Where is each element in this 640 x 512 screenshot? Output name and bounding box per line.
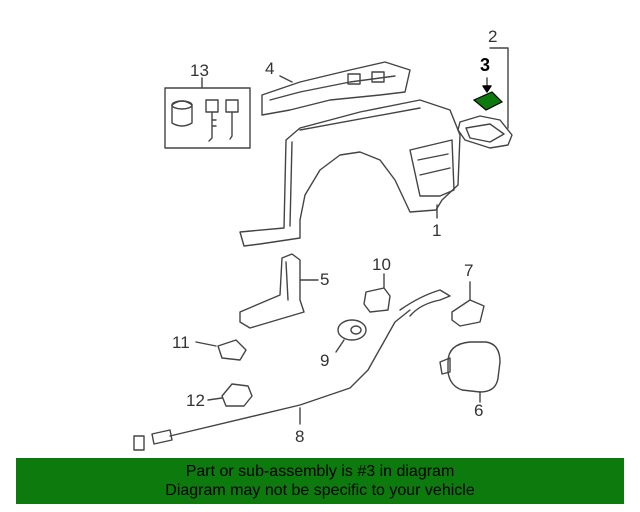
callout-12: 12: [186, 391, 205, 410]
info-banner: Part or sub-assembly is #3 in diagram Di…: [16, 458, 624, 504]
callout-4: 4: [265, 59, 275, 78]
callout-11: 11: [172, 333, 190, 352]
lock-key-set: [164, 87, 251, 149]
callout-1: 1: [432, 221, 442, 240]
leader-4: [279, 75, 293, 83]
pillar-trim: [239, 253, 305, 329]
highlighted-part-3: [472, 91, 504, 111]
banner-line-disclaimer: Diagram may not be specific to your vehi…: [165, 482, 475, 499]
clip-11: [217, 339, 247, 361]
fuel-door-housing: [457, 115, 513, 149]
callout-10: 10: [372, 255, 391, 274]
callout-2: 2: [488, 27, 498, 46]
release-cable-8: [133, 289, 451, 451]
leader-12: [207, 397, 223, 401]
callout-7: 7: [464, 261, 474, 280]
callout-8: 8: [295, 427, 305, 446]
parts-diagram: [133, 47, 513, 451]
grommet-9: [337, 319, 367, 341]
release-lever-12: [221, 383, 253, 407]
callout-13: 13: [190, 61, 209, 80]
inner-panel-upper: [261, 61, 411, 116]
leader-3-arrowhead: [482, 85, 492, 93]
bracket-10: [363, 287, 391, 313]
fuel-door: [439, 341, 501, 393]
callout-5: 5: [320, 270, 330, 289]
quarter-panel: [239, 99, 461, 247]
callout-3: 3: [480, 55, 491, 75]
callout-9: 9: [320, 351, 330, 370]
leader-2: [489, 47, 509, 129]
callout-6: 6: [474, 401, 484, 420]
banner-line-part: Part or sub-assembly is #3 in diagram: [185, 463, 455, 480]
hinge-7: [451, 299, 485, 327]
leader-11: [195, 341, 217, 347]
leader-9: [335, 339, 345, 353]
